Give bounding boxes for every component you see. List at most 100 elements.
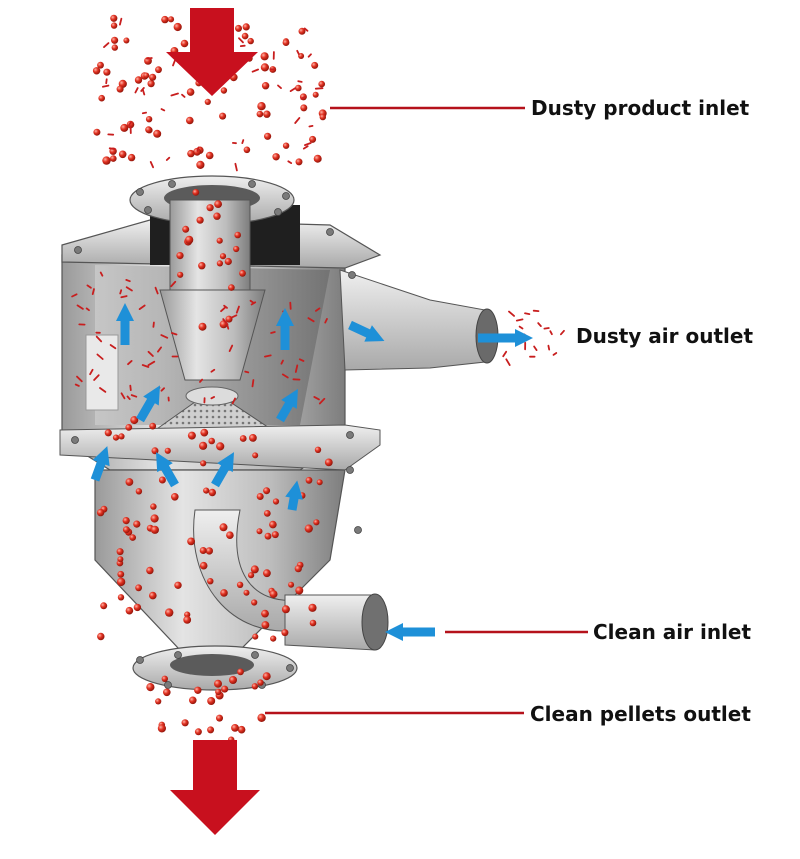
down-arrow-icon — [166, 8, 258, 96]
dust-speck — [305, 143, 311, 145]
particle-icon — [123, 526, 130, 533]
particle-icon — [257, 528, 263, 534]
particle-icon — [93, 67, 100, 74]
separator-housing — [60, 176, 498, 690]
particle-icon — [281, 629, 288, 636]
dust-speck — [242, 140, 243, 143]
bolt — [347, 432, 354, 439]
particle-icon — [226, 316, 233, 323]
particle-icon — [135, 584, 142, 591]
particle-icon — [283, 39, 290, 46]
dust-speck — [110, 148, 116, 149]
particle-icon — [240, 435, 247, 442]
particle-icon — [117, 556, 123, 562]
particle-icon — [199, 442, 207, 450]
bolt — [347, 467, 354, 474]
particle-icon — [125, 478, 133, 486]
dust-speck — [550, 331, 552, 334]
particle-icon — [272, 531, 279, 538]
bolt — [137, 657, 144, 664]
particle-icon — [264, 133, 271, 140]
particle-icon — [248, 572, 254, 578]
dust-speck — [162, 109, 165, 110]
dust-speck — [520, 327, 523, 329]
dust-speck — [561, 331, 564, 335]
particle-icon — [112, 44, 118, 50]
particle-icon — [192, 189, 199, 196]
particle-icon — [229, 676, 237, 684]
particle-icon — [195, 728, 202, 735]
particle-icon — [111, 22, 117, 28]
particle-icon — [257, 679, 263, 685]
particle-icon — [221, 87, 227, 93]
particle-icon — [209, 489, 216, 496]
particle-icon — [119, 151, 127, 159]
particle-icon — [185, 236, 193, 244]
dust-speck — [130, 386, 131, 391]
dust-speck — [103, 86, 109, 87]
particle-icon — [125, 424, 132, 431]
label-dusty-air-outlet: Dusty air outlet — [576, 324, 753, 348]
particle-icon — [237, 669, 244, 676]
particle-icon — [118, 594, 124, 600]
particle-icon — [314, 155, 322, 163]
dust-speck — [297, 51, 299, 54]
particle-icon — [206, 152, 214, 160]
particle-icon — [217, 260, 223, 266]
particle-icon — [213, 213, 220, 220]
particle-icon — [252, 683, 258, 689]
particle-icon — [249, 434, 257, 442]
particle-icon — [146, 683, 154, 691]
particle-icon — [206, 547, 213, 554]
dust-speck — [506, 359, 509, 365]
particle-icon — [263, 111, 270, 118]
particle-icon — [273, 498, 279, 504]
particle-icon — [123, 517, 130, 524]
particle-icon — [146, 567, 153, 574]
particle-icon — [252, 634, 258, 640]
dust-speck — [120, 19, 122, 25]
particle-icon — [200, 460, 206, 466]
particle-icon — [199, 323, 207, 331]
particle-icon — [235, 25, 242, 32]
particle-icon — [306, 477, 313, 484]
particle-icon — [151, 514, 159, 522]
particle-icon — [208, 438, 215, 445]
particle-icon — [168, 16, 174, 22]
dust-speck — [544, 328, 548, 329]
particle-icon — [187, 88, 195, 96]
clean-air-pipe-mouth — [362, 594, 388, 650]
particle-icon — [149, 74, 156, 81]
clean-air-pipe — [285, 595, 375, 650]
particle-icon — [309, 136, 316, 143]
particle-icon — [263, 487, 270, 494]
particle-icon — [148, 80, 155, 87]
particle-icon — [261, 63, 269, 71]
dust-speck — [143, 113, 146, 114]
particle-icon — [313, 519, 319, 525]
particle-icon — [295, 587, 303, 595]
particle-icon — [111, 37, 118, 44]
particle-icon — [155, 66, 162, 73]
particle-icon — [197, 217, 204, 224]
particle-icon — [207, 697, 215, 705]
dust-speck — [253, 380, 254, 386]
particle-icon — [117, 86, 124, 93]
particle-icon — [242, 33, 249, 40]
particle-icon — [165, 448, 171, 454]
particle-icon — [231, 724, 239, 732]
bolt — [327, 229, 334, 236]
particle-icon — [207, 578, 213, 584]
particle-icon — [261, 52, 269, 60]
particle-icon — [248, 38, 254, 44]
particle-icon — [205, 99, 211, 105]
particle-icon — [159, 477, 166, 484]
dust-speck — [288, 161, 291, 163]
dust-speck — [525, 313, 529, 314]
bolt — [75, 247, 82, 254]
bolt — [275, 209, 282, 216]
particle-icon — [239, 270, 246, 277]
air-arrow-icon — [385, 623, 435, 641]
dust-speck — [167, 158, 170, 160]
particle-icon — [151, 526, 159, 534]
